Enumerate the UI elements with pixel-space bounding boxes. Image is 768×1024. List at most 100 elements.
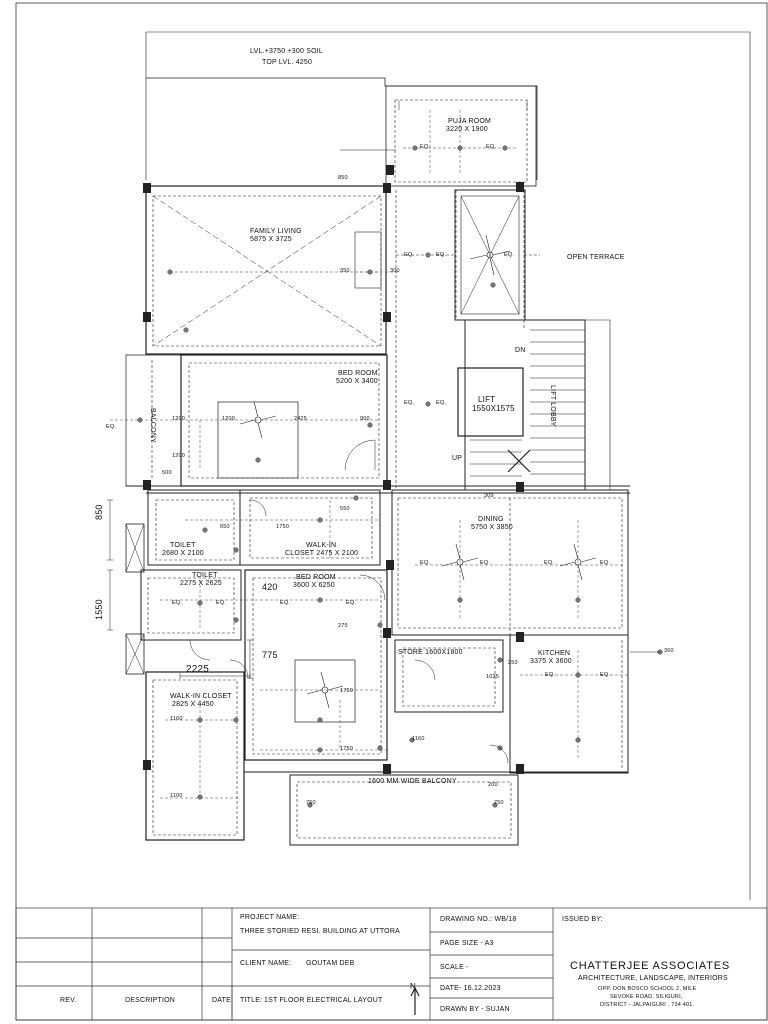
eq-marker: EQ. <box>480 560 491 566</box>
firm-address-line-3: DISTRICT - JALPAIGURI , 734 401. <box>600 1002 695 1008</box>
eq-marker: EQ. <box>545 672 556 678</box>
family-living-size: 5875 X 3725 <box>250 236 292 243</box>
drawn-by: DRAWN BY - SUJAN <box>440 1006 510 1013</box>
lift-lobby-label: LIFT LOBBY <box>549 385 556 427</box>
eq-marker: EQ. <box>346 600 357 606</box>
eq-marker: EQ. <box>486 144 497 150</box>
rev-column-header: REV. <box>60 997 77 1004</box>
lift-name: LIFT <box>478 395 496 404</box>
scale: SCALE - <box>440 964 469 971</box>
eq-marker: EQ. <box>420 560 431 566</box>
puja-room-size: 3220 X 1900 <box>446 126 488 133</box>
ceiling-fans <box>239 234 597 709</box>
dimension-label: 1160 <box>170 716 183 722</box>
open-terrace-label: OPEN TERRACE <box>567 254 625 261</box>
stair-up-label: UP <box>452 455 463 462</box>
firm-subtitle: ARCHITECTURE, LANDSCAPE, INTERIORS <box>578 975 728 982</box>
eq-marker: EQ. <box>420 144 431 150</box>
title-value: 1ST FLOOR ELECTRICAL LAYOUT <box>264 997 383 1004</box>
dining-size: 5750 X 3850 <box>471 524 513 531</box>
puja-room-name: PUJA ROOM <box>448 118 492 125</box>
eq-marker: EQ. <box>172 600 183 606</box>
project-name-value: THREE STORIED RESI. BUILDING AT UTTORA <box>240 928 400 935</box>
walk-in-2-size: 2825 X 4450 <box>172 701 214 708</box>
dimension-label: 850 <box>94 504 104 520</box>
dimension-label: 200 <box>488 782 498 788</box>
bed-room-1-size: 5200 X 3400 <box>336 378 378 385</box>
eq-marker: EQ. <box>544 560 555 566</box>
level-note: LVL.+3750 +300 SOIL <box>250 48 323 55</box>
title-label: TITLE: <box>240 997 263 1004</box>
dimension-label: 1200 <box>172 453 186 459</box>
dimension-label: 1750 <box>276 524 290 530</box>
dimension-label: 1200 <box>172 416 186 422</box>
lift-shaft <box>457 367 524 437</box>
dimension-label: 750 <box>306 800 316 806</box>
page-size: PAGE SIZE - A3 <box>440 940 494 947</box>
description-column-header: DESCRIPTION <box>125 997 176 1004</box>
drawing-number: DRAWING NO.: WB/18 <box>440 916 517 923</box>
dimension-label: 1750 <box>340 746 354 752</box>
dimension-label: 1025 <box>486 674 500 680</box>
family-living-name: FAMILY LIVING <box>250 228 302 235</box>
lift-size: 1550X1575 <box>472 404 515 413</box>
north-arrow-icon <box>410 986 420 1015</box>
puja-room-walls <box>385 85 537 187</box>
balcony-side-label: BALCONY <box>149 408 156 443</box>
project-name-label: PROJECT NAME: <box>240 914 300 921</box>
walk-in-2-name: WALK-IN CLOSET <box>170 693 232 700</box>
dimension-label: 360 <box>664 648 674 654</box>
bed-room-2-size: 3600 X 6250 <box>293 582 335 589</box>
bed-room-2-name: BED ROOM <box>296 574 336 581</box>
dimension-label: 309 <box>484 493 494 499</box>
dimension-label: 775 <box>262 650 278 660</box>
dimension-label: 2225 <box>186 664 210 675</box>
eq-marker: EQ. <box>600 560 611 566</box>
toilet-2-name: TOILET <box>192 572 218 579</box>
site-outline <box>145 31 751 900</box>
eq-marker: EQ. <box>280 600 291 606</box>
top-level-note: TOP LVL. 4250 <box>262 59 313 66</box>
terrace-outline <box>146 77 538 180</box>
dimension-label: 275 <box>338 623 348 629</box>
eq-marker: EQ. <box>436 400 447 406</box>
dimension-label: 350 <box>340 268 350 274</box>
dimension-label: 300 <box>390 268 400 274</box>
firm-address-line-2: SEVOKE ROAD, SILIGURI, <box>610 994 683 1000</box>
stair-down-label: DN <box>515 347 526 354</box>
date-column-header: DATE <box>212 997 231 1004</box>
eq-marker: EQ. <box>600 672 611 678</box>
dimension-label: 650 <box>220 524 230 530</box>
dimension-label: 2425 <box>294 416 308 422</box>
dimension-label: 1160 <box>412 736 425 742</box>
drawing-date: DATE- 16.12.2023 <box>440 985 501 992</box>
kitchen-name: KITCHEN <box>538 650 571 657</box>
title-block <box>15 907 768 1021</box>
dimension-label: 1200 <box>222 416 236 422</box>
walk-in-1-size: CLOSET 2475 X 2100 <box>285 550 359 557</box>
dimension-label: 420 <box>262 582 278 592</box>
dimension-label: 550 <box>340 506 350 512</box>
toilet-1-size: 2680 X 2100 <box>162 550 204 557</box>
dimension-label: 750 <box>494 800 504 806</box>
eq-marker: EQ. <box>106 424 117 430</box>
dimension-label: 1550 <box>94 599 104 620</box>
dining-name: DINING <box>478 516 504 523</box>
walk-in-1-name: WALK-IN <box>306 542 337 549</box>
kitchen-size: 3375 X 3600 <box>530 658 572 665</box>
client-name-value: GOUTAM DEB <box>306 960 355 967</box>
toilet-2-size: 2275 X 2625 <box>180 580 222 587</box>
dimension-label: 250 <box>508 660 518 666</box>
eq-marker: EQ. <box>216 600 227 606</box>
toilet-1-name: TOILET <box>170 542 196 549</box>
bed-room-1-name: BED ROOM <box>338 370 378 377</box>
firm-name: CHATTERJEE ASSOCIATES <box>570 960 731 972</box>
eq-marker: EQ. <box>436 252 447 258</box>
family-living-walls <box>145 185 387 355</box>
firm-address-line-1: OPP. DON BOSCO SCHOOL 2, MILE <box>598 986 697 992</box>
issued-by-label: ISSUED BY: <box>562 916 603 923</box>
dimension-label: 850 <box>338 175 348 181</box>
eq-marker: EQ. <box>404 252 415 258</box>
store-name: STORE 1600X1800 <box>398 649 463 656</box>
